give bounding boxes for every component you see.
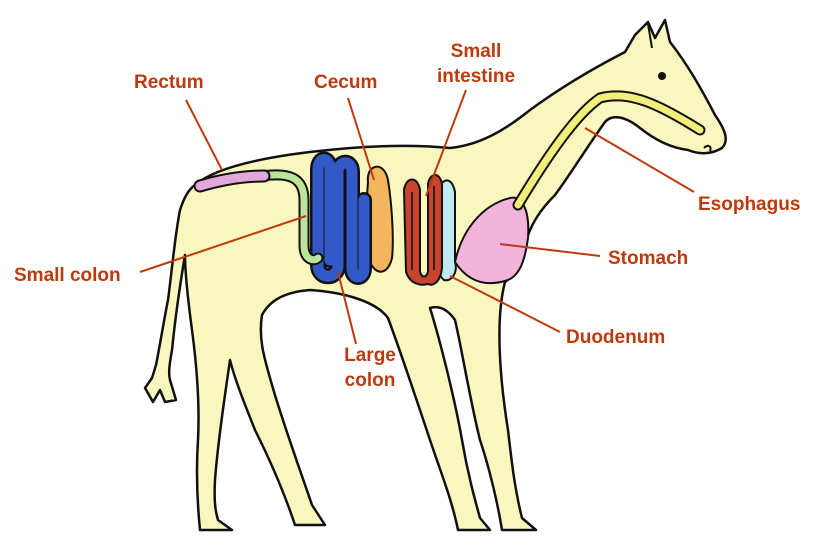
leader-cecum bbox=[347, 97, 375, 181]
leader-small-colon bbox=[139, 215, 307, 273]
rectum-fill bbox=[195, 171, 269, 191]
small-intestine-organ bbox=[402, 174, 443, 286]
label-stomach: Stomach bbox=[608, 248, 689, 269]
label-cecum: Cecum bbox=[314, 72, 378, 93]
label-rectum: Rectum bbox=[134, 72, 204, 93]
ear-detail bbox=[647, 23, 653, 49]
label-large-colon-line2: colon bbox=[344, 370, 396, 391]
leader-duodenum bbox=[449, 275, 561, 333]
horse-eye bbox=[658, 72, 666, 80]
leader-esophagus bbox=[584, 127, 695, 193]
label-small-intestine-line2: intestine bbox=[436, 66, 516, 87]
leader-stomach bbox=[499, 243, 601, 257]
label-small-intestine-line1: Small bbox=[450, 41, 502, 62]
label-large-colon-line1: Large bbox=[344, 345, 396, 366]
label-small-intestine: Small intestine bbox=[434, 39, 518, 89]
large-colon-fill bbox=[312, 154, 370, 283]
small-colon-fill bbox=[258, 171, 322, 264]
stomach-organ bbox=[453, 196, 530, 285]
leader-large-colon bbox=[337, 271, 357, 345]
leader-lines bbox=[139, 89, 695, 345]
esophagus-fill bbox=[514, 92, 704, 209]
label-small-colon: Small colon bbox=[14, 265, 121, 286]
leader-small-intestine bbox=[425, 89, 467, 197]
label-duodenum: Duodenum bbox=[566, 327, 666, 348]
leader-rectum bbox=[185, 99, 223, 171]
label-esophagus: Esophagus bbox=[698, 194, 801, 215]
nostril bbox=[703, 144, 712, 152]
label-large-colon: Large colon bbox=[334, 343, 406, 393]
